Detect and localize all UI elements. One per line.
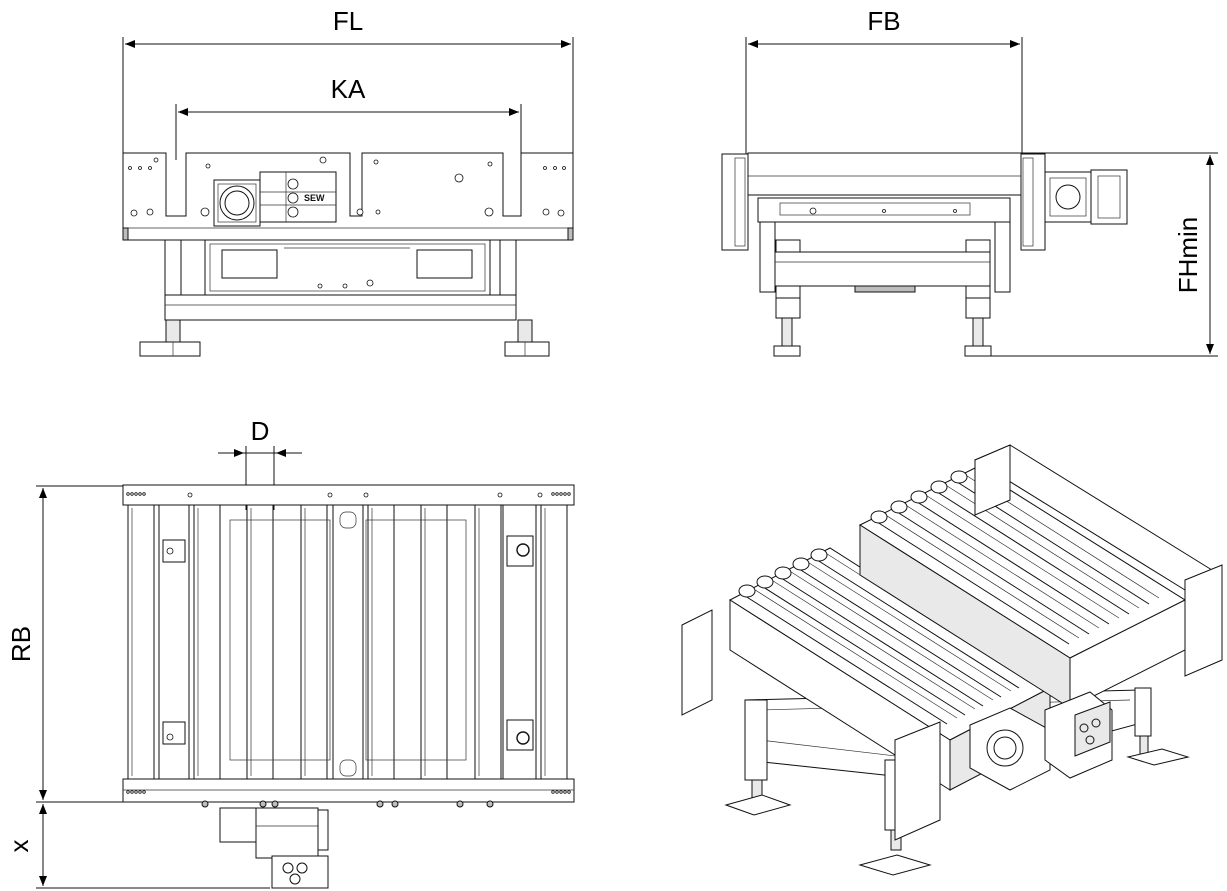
rollers bbox=[127, 504, 568, 780]
label-fhmin: FHmin bbox=[1173, 217, 1203, 294]
drive-brand-label: SEW bbox=[304, 193, 325, 203]
dimension-x: x bbox=[4, 804, 270, 889]
dimension-fl: FL bbox=[122, 6, 574, 240]
dimension-ka: KA bbox=[175, 74, 522, 160]
iso-drive-motor bbox=[969, 691, 1113, 791]
label-fl: FL bbox=[333, 6, 363, 36]
side-frame-plate bbox=[122, 152, 574, 241]
dimension-fhmin: FHmin bbox=[990, 152, 1218, 357]
label-rb: RB bbox=[6, 626, 36, 662]
top-drive-motor bbox=[219, 807, 329, 889]
label-ka: KA bbox=[331, 74, 366, 104]
side-view: FB FHmin bbox=[721, 6, 1218, 357]
front-view: FL KA bbox=[122, 6, 574, 357]
dimension-fb: FB bbox=[745, 6, 1023, 156]
drive-motor: SEW bbox=[213, 171, 337, 227]
top-view: D RB x bbox=[4, 416, 575, 889]
label-d: D bbox=[251, 416, 270, 446]
plate-holes bbox=[128, 156, 566, 217]
side-drive-motor bbox=[1044, 169, 1128, 225]
dimension-rb: RB bbox=[6, 485, 123, 803]
label-fb: FB bbox=[867, 6, 900, 36]
rail-holes bbox=[126, 492, 571, 808]
label-x: x bbox=[4, 840, 34, 853]
lower-chassis bbox=[139, 239, 550, 357]
isometric-view bbox=[681, 444, 1223, 876]
iso-rollers-left bbox=[738, 548, 1030, 725]
iso-rollers-right bbox=[870, 470, 1160, 645]
